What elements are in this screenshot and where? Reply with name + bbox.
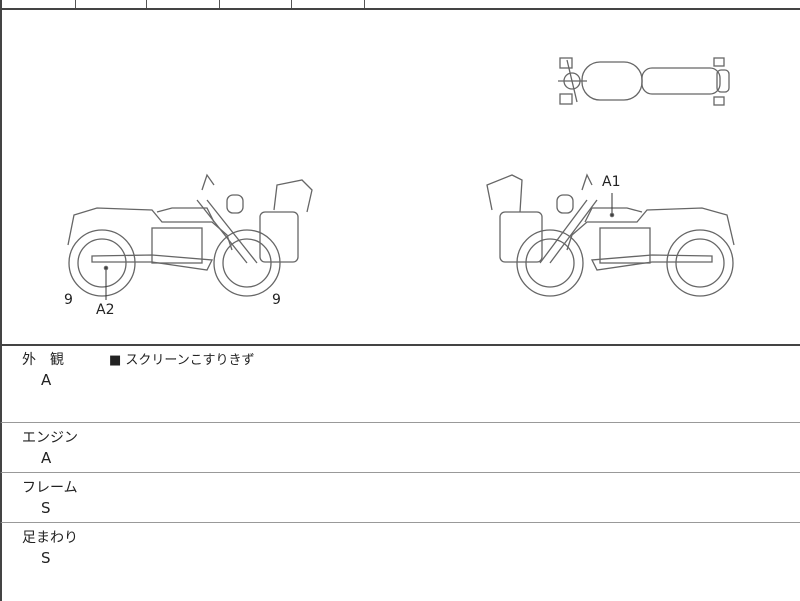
damage-marker: A1 [602,174,621,190]
header-cell [0,0,76,8]
motorcycle-right-view [486,173,735,297]
damage-marker: A2 [96,302,115,318]
header-cell [292,0,365,8]
header-cell [147,0,220,8]
section-frame: フレーム S [0,472,800,522]
section-engine: エンジン A [0,422,800,472]
section-grade: A [41,449,52,467]
section-suspension: 足まわり S [0,522,800,601]
section-label: 足まわり [22,530,78,546]
section-label: エンジン [22,430,78,446]
section-grade: S [41,499,51,517]
section-label: フレーム [22,480,78,496]
motorcycle-diagram: A1 A2 9 9 [0,9,800,346]
motorcycle-top-view [558,57,730,106]
section-note: ■ スクリーンこすりきず [109,353,255,368]
motorcycle-left-view [67,173,313,297]
section-grade: A [41,371,52,389]
section-label: 外 観 [22,352,64,368]
damage-marker: 9 [64,292,73,308]
section-exterior: 外 観 ■ スクリーンこすりきず A [0,345,800,422]
section-grade: S [41,549,51,567]
damage-marker: 9 [272,292,281,308]
header-cell [220,0,292,8]
divider [0,8,800,10]
header-cell [74,0,147,8]
